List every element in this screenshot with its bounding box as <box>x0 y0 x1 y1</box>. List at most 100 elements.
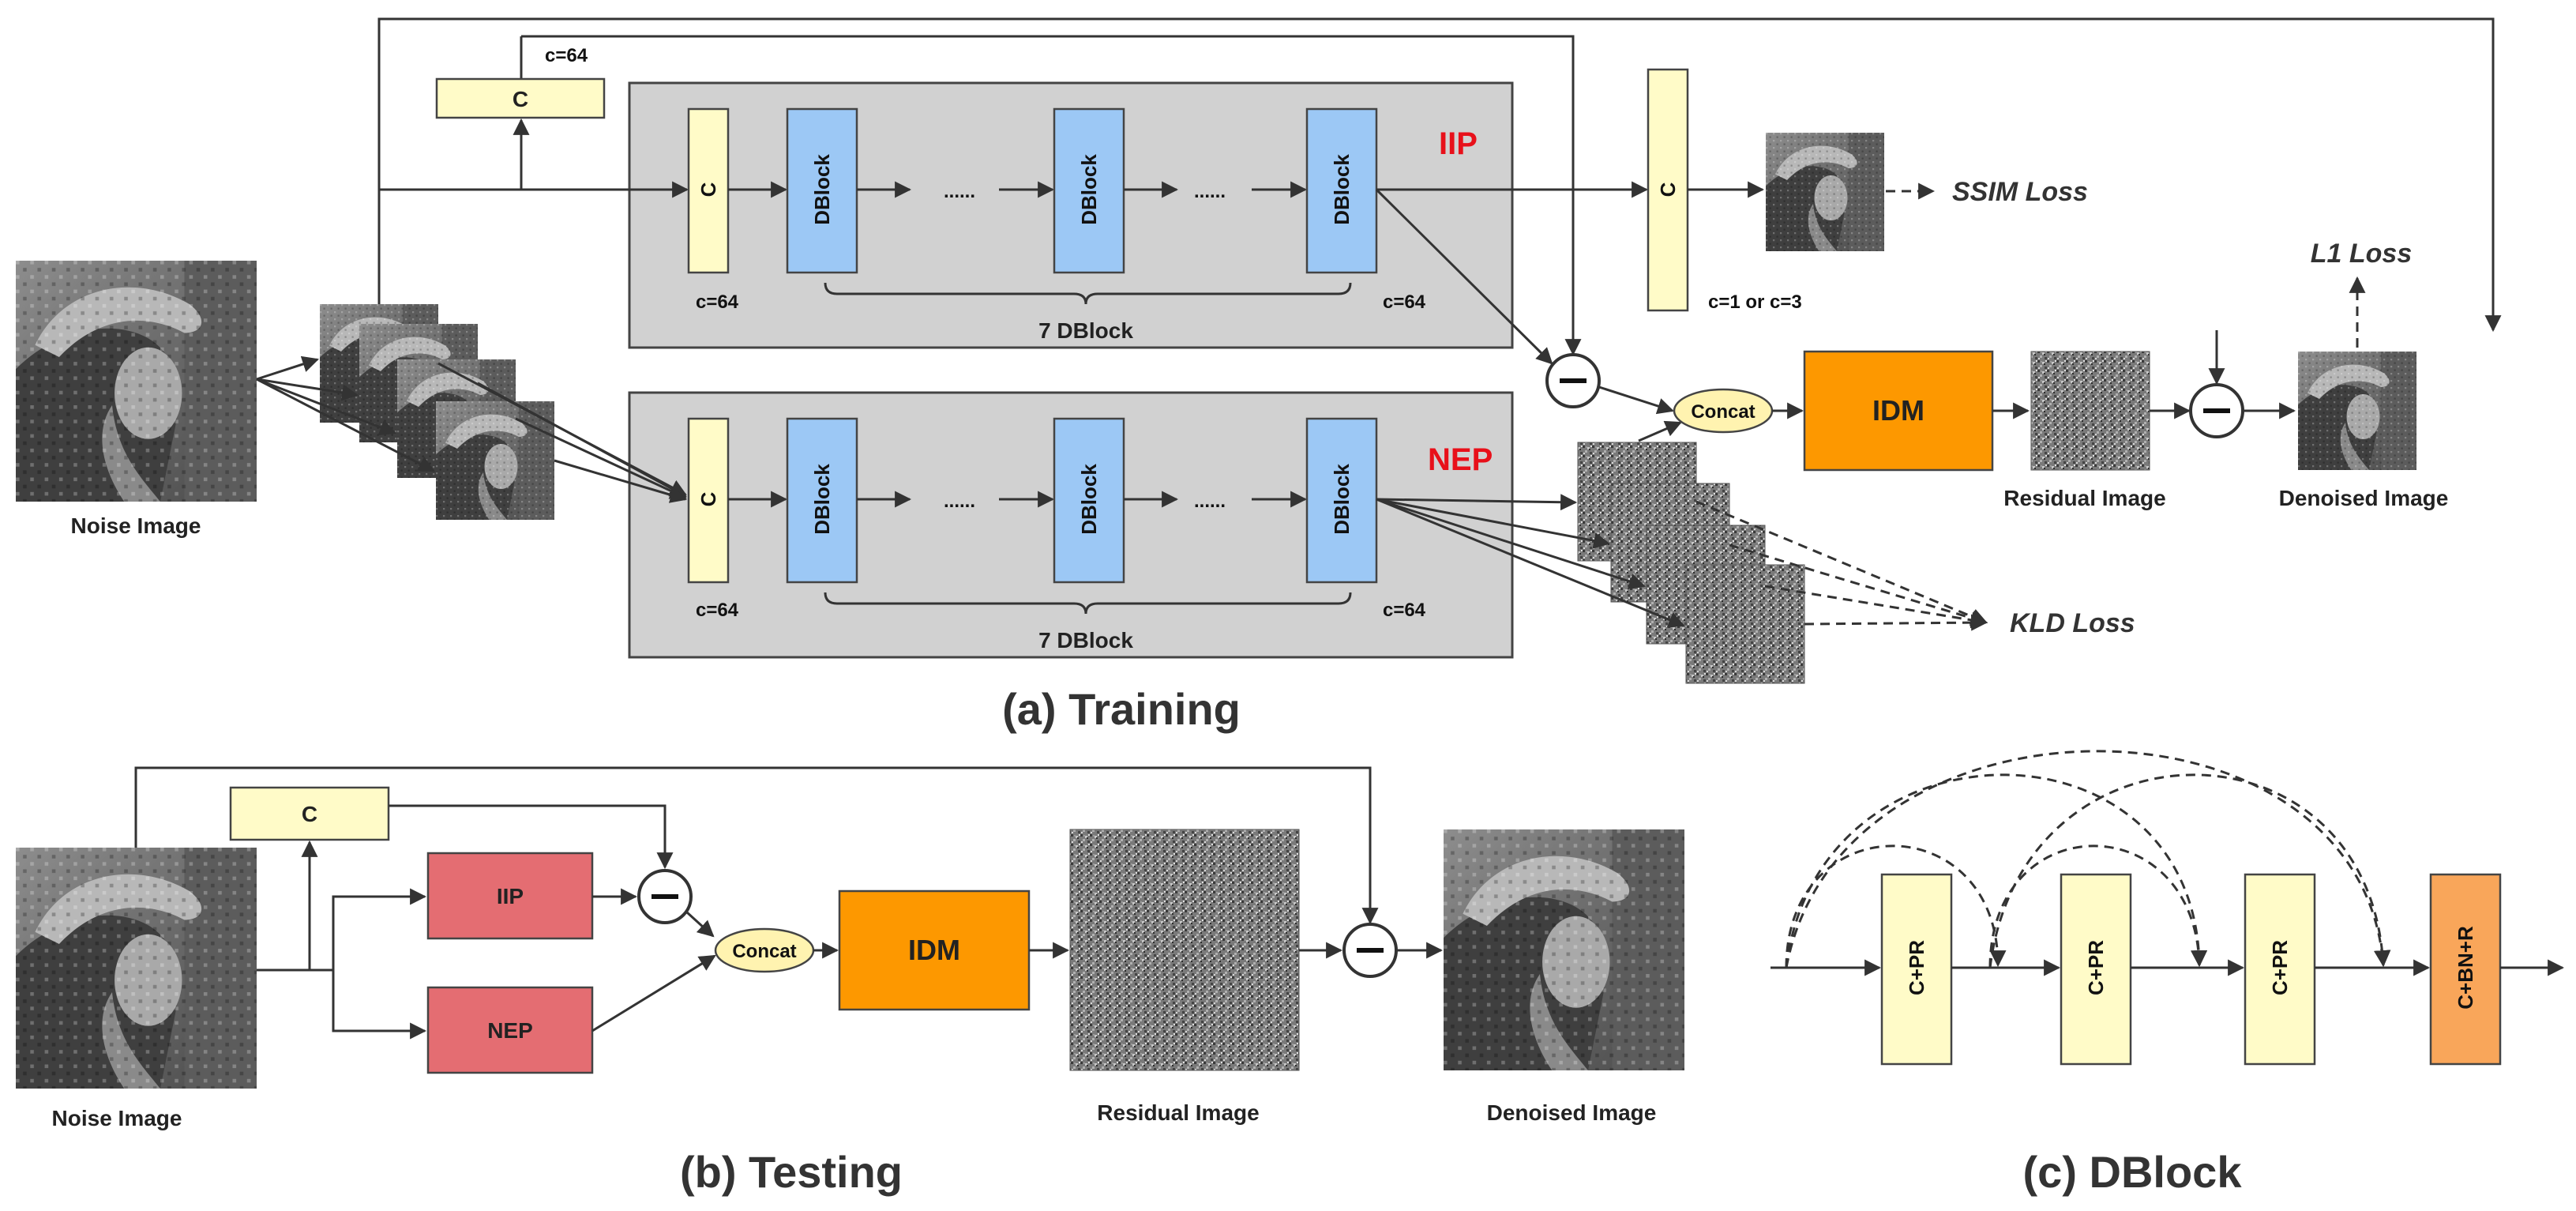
residual-image-training <box>2030 351 2150 471</box>
arrow-patch-1 <box>256 355 319 381</box>
test-noise-image <box>16 848 257 1089</box>
arrow-patch-2 <box>256 378 359 401</box>
residual-label-training: Residual Image <box>2003 486 2165 510</box>
test-c-block <box>229 786 390 841</box>
out-c-block <box>1647 68 1689 312</box>
training-caption: (a) Training <box>1002 684 1241 734</box>
test-nep-to-concat <box>591 954 716 1032</box>
denoised-label-training: Denoised Image <box>2279 486 2449 510</box>
test-to-nep <box>332 970 427 1040</box>
nep-to-map-2 <box>1376 498 1611 549</box>
iip-c-block <box>687 107 730 274</box>
dblock-cpr-2-label: C+PR <box>2084 940 2108 995</box>
patch-4 <box>436 401 554 520</box>
test-c-label: C <box>302 802 317 826</box>
concat-label-training: Concat <box>1691 401 1755 423</box>
test-nep-block <box>426 986 594 1074</box>
iip-to-subtract <box>1375 188 1553 365</box>
kld-dash-3 <box>1764 585 1988 629</box>
nep-brace <box>824 592 1352 615</box>
nep-dblock-3-label: DBlock <box>1330 464 1354 535</box>
nep-dblock-1-label: DBlock <box>810 464 834 535</box>
nep-ellipsis-1: ...... <box>944 491 975 512</box>
nep-dblock-2-label: DBlock <box>1077 464 1101 535</box>
nep-title: NEP <box>1428 442 1493 477</box>
subtract-to-concat <box>1598 385 1674 415</box>
c-block-top-channels: c=64 <box>545 45 588 66</box>
iip-c-label: C <box>697 182 720 197</box>
test-denoised-label: Denoised Image <box>1487 1100 1657 1125</box>
dblock-skip-3 <box>1785 750 2390 968</box>
test-idm-label: IDM <box>908 934 960 966</box>
iip-title: IIP <box>1439 126 1478 161</box>
kld-loss: KLD Loss <box>2010 608 2135 638</box>
nep-dblock-1 <box>786 417 858 584</box>
out-c-channels: c=1 or c=3 <box>1708 291 1802 313</box>
iip-c-out: c=64 <box>1383 291 1426 313</box>
maps-to-concat <box>1638 420 1682 442</box>
test-skip-to-subtract <box>134 766 1379 925</box>
test-denoised-image <box>1444 829 1684 1070</box>
noise-image-label: Noise Image <box>71 513 201 538</box>
nep-brace-label: 7 DBlock <box>1038 628 1133 653</box>
test-to-iip <box>332 888 427 970</box>
test-idm-block <box>838 889 1031 1011</box>
test-subtract-to-concat <box>685 911 715 938</box>
nep-to-map-1 <box>1376 494 1578 511</box>
dblock-cpr-3-label: C+PR <box>2268 940 2292 995</box>
iip-brace-label: 7 DBlock <box>1038 318 1133 343</box>
c-block-top <box>435 77 606 119</box>
dblock-section: C+PR C+PR C+PR C+BN+R (c) DBlock <box>1771 750 2565 1197</box>
nep-c-in: c=64 <box>696 600 739 621</box>
idm-block-training <box>1803 350 1994 472</box>
idm-label-training: IDM <box>1872 394 1924 427</box>
nep-c-label: C <box>697 491 720 506</box>
dblock-skip-1 <box>1785 844 2007 968</box>
nep-c-out: c=64 <box>1383 600 1426 621</box>
out-c-label: C <box>1656 182 1680 197</box>
testing-caption: (b) Testing <box>680 1147 903 1197</box>
arrow-to-nep-3 <box>515 417 687 499</box>
dblock-cpr-2 <box>2060 873 2132 1066</box>
testing-section: Noise Image C IIP NEP Concat IDM Residua… <box>16 766 1684 1197</box>
dblock-skip-5 <box>1988 773 2391 968</box>
nep-to-map-4 <box>1376 498 1685 628</box>
dblock-cpr-3 <box>2244 873 2316 1066</box>
dblock-cpr-1 <box>1880 873 1953 1066</box>
arrow-to-nep-4 <box>554 459 688 503</box>
test-concat-label: Concat <box>732 941 796 962</box>
kld-dash-4 <box>1804 614 1988 631</box>
nep-ellipsis-2: ...... <box>1194 491 1226 512</box>
arrow-patch-3 <box>256 378 396 435</box>
dblock-caption: (c) DBlock <box>2023 1147 2243 1197</box>
nep-blocks: C DBlock ...... DBlock ...... DBlock c=6… <box>687 417 1493 653</box>
iip-brace <box>824 282 1352 305</box>
test-iip-block <box>426 852 594 940</box>
c-block-top-label: C <box>513 87 528 111</box>
arrow-patch-4 <box>256 378 435 472</box>
dblock-cbnr-label: C+BN+R <box>2454 926 2477 1010</box>
iip-output-image <box>1766 133 1884 251</box>
nep-dblock-3 <box>1305 417 1378 584</box>
noise-map-4 <box>1685 564 1805 684</box>
skip-line-to-l1-subtract <box>377 17 2502 333</box>
kld-dash-1 <box>1695 500 1988 625</box>
dblock-cpr-1-label: C+PR <box>1905 940 1928 995</box>
iip-dblock-2 <box>1053 107 1125 274</box>
l1-loss: L1 Loss <box>2311 239 2412 269</box>
iip-dblock-2-label: DBlock <box>1077 154 1101 225</box>
training-section: C c=64 Noise Image C DBlock ...... <box>16 17 2502 734</box>
iip-dblock-1 <box>786 107 858 274</box>
iip-ellipsis-1: ...... <box>944 181 975 202</box>
denoised-image-training <box>2298 352 2416 470</box>
iip-ellipsis-2: ...... <box>1194 181 1226 202</box>
test-residual-image <box>1069 829 1300 1071</box>
nep-c-block <box>687 417 730 584</box>
nep-to-map-3 <box>1376 498 1646 590</box>
iip-dblock-3-label: DBlock <box>1330 154 1354 225</box>
test-iip-label: IIP <box>497 884 524 908</box>
dblock-skip-2 <box>1785 773 2208 968</box>
iip-dblock-1-label: DBlock <box>810 154 834 225</box>
test-nep-label: NEP <box>487 1018 533 1043</box>
